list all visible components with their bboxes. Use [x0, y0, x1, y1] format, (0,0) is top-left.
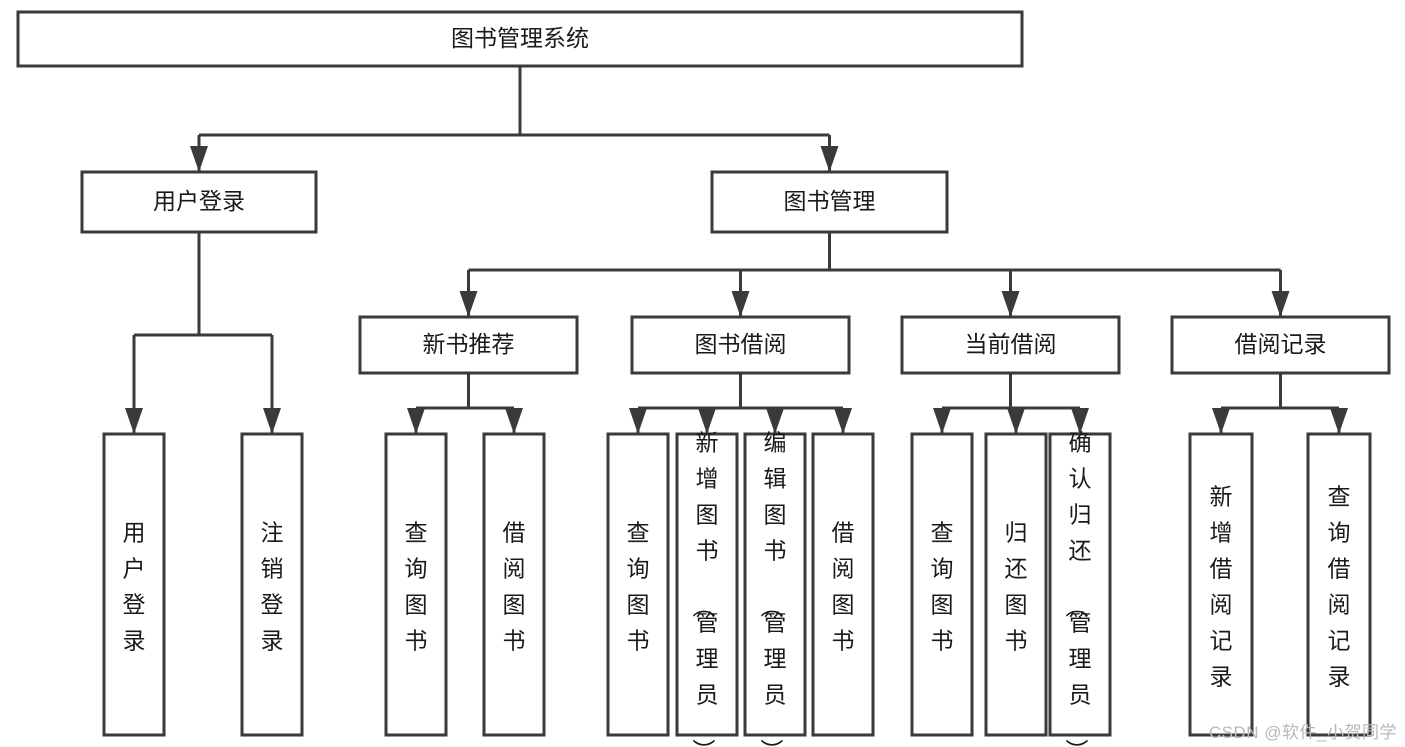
node-box[interactable] [675, 432, 739, 737]
node-label: 新书推荐 [423, 331, 515, 357]
node-box[interactable] [910, 432, 974, 737]
node-box[interactable] [80, 170, 318, 234]
node-label: 查询图书 [405, 520, 428, 654]
node-leaf-borrow-query[interactable]: 查询图书 [606, 432, 670, 737]
node-current-borrow[interactable]: 当前借阅 [900, 315, 1121, 375]
node-box[interactable] [984, 432, 1048, 737]
node-label: 用户登录 [123, 520, 146, 654]
arrow-head-icon [505, 408, 523, 434]
arrow-head-icon [1001, 291, 1020, 317]
node-label: 新增图书（管理员） [691, 430, 719, 747]
node-leaf-rec-borrow[interactable]: 借阅图书 [482, 432, 546, 737]
node-box[interactable] [630, 315, 851, 375]
arrow-head-icon [1330, 408, 1348, 434]
arrow-head-icon [698, 408, 716, 434]
node-layer: 图书管理系统用户登录图书管理新书推荐图书借阅当前借阅借阅记录用户登录注销登录查询… [16, 10, 1391, 747]
node-label: 归还图书 [1005, 520, 1028, 654]
arrow-head-icon [407, 408, 425, 434]
node-label: 注销登录 [261, 520, 284, 654]
arrow-head-icon [1071, 408, 1089, 434]
arrow-head-icon [766, 408, 784, 434]
node-leaf-borrow-lend[interactable]: 借阅图书 [811, 432, 875, 737]
node-box[interactable] [1188, 432, 1254, 737]
node-leaf-borrow-edit[interactable]: 编辑图书（管理员） [743, 430, 807, 747]
arrow-head-icon [820, 146, 839, 172]
node-label: 查询图书 [627, 520, 650, 654]
node-label: 借阅记录 [1235, 331, 1327, 357]
node-leaf-user-login[interactable]: 用户登录 [102, 432, 166, 737]
node-user-login[interactable]: 用户登录 [80, 170, 318, 234]
node-book-borrow[interactable]: 图书借阅 [630, 315, 851, 375]
node-label: 图书管理系统 [451, 25, 589, 51]
node-box[interactable] [1170, 315, 1391, 375]
node-leaf-rec-query[interactable]: 查询图书 [384, 432, 448, 737]
node-label: 编辑图书（管理员） [759, 430, 787, 747]
node-box[interactable] [102, 432, 166, 737]
arrow-head-icon [1007, 408, 1025, 434]
node-book-manage[interactable]: 图书管理 [710, 170, 949, 234]
node-label: 用户登录 [153, 188, 245, 214]
node-box[interactable] [606, 432, 670, 737]
node-label: 借阅图书 [832, 520, 855, 654]
node-root[interactable]: 图书管理系统 [16, 10, 1024, 68]
node-label: 当前借阅 [965, 331, 1057, 357]
node-box[interactable] [1048, 432, 1112, 737]
node-leaf-rec-search[interactable]: 查询借阅记录 [1306, 432, 1372, 737]
node-box[interactable] [358, 315, 579, 375]
arrow-head-icon [629, 408, 647, 434]
arrow-head-icon [190, 146, 208, 172]
node-box[interactable] [240, 432, 304, 737]
node-leaf-cur-confirm[interactable]: 确认归还（管理员） [1048, 430, 1112, 747]
node-box[interactable] [743, 432, 807, 737]
node-label: 图书借阅 [695, 331, 787, 357]
node-leaf-borrow-add[interactable]: 新增图书（管理员） [675, 430, 739, 747]
arrow-head-icon [125, 408, 143, 434]
node-label: 确认归还（管理员） [1064, 430, 1092, 747]
node-box[interactable] [384, 432, 448, 737]
arrow-head-icon [1212, 408, 1230, 434]
node-box[interactable] [900, 315, 1121, 375]
node-label: 查询图书 [931, 520, 954, 654]
connector-layer [125, 66, 1348, 434]
node-leaf-cur-query[interactable]: 查询图书 [910, 432, 974, 737]
arrow-head-icon [459, 291, 478, 317]
node-new-book-rec[interactable]: 新书推荐 [358, 315, 579, 375]
node-box[interactable] [710, 170, 949, 234]
arrow-head-icon [933, 408, 951, 434]
node-box[interactable] [811, 432, 875, 737]
node-label: 查询借阅记录 [1328, 484, 1351, 690]
node-box[interactable] [1306, 432, 1372, 737]
arrow-head-icon [263, 408, 281, 434]
node-label: 借阅图书 [503, 520, 526, 654]
node-leaf-cur-return[interactable]: 归还图书 [984, 432, 1048, 737]
arrow-head-icon [834, 408, 852, 434]
node-leaf-user-logout[interactable]: 注销登录 [240, 432, 304, 737]
node-box[interactable] [16, 10, 1024, 68]
node-label: 新增借阅记录 [1210, 484, 1233, 690]
arrow-head-icon [1271, 291, 1290, 317]
node-borrow-record[interactable]: 借阅记录 [1170, 315, 1391, 375]
arrow-head-icon [731, 291, 750, 317]
csdn-watermark: CSDN @软件_小贺同学 [1208, 723, 1397, 742]
node-box[interactable] [482, 432, 546, 737]
node-label: 图书管理 [784, 188, 876, 214]
node-leaf-rec-add[interactable]: 新增借阅记录 [1188, 432, 1254, 737]
